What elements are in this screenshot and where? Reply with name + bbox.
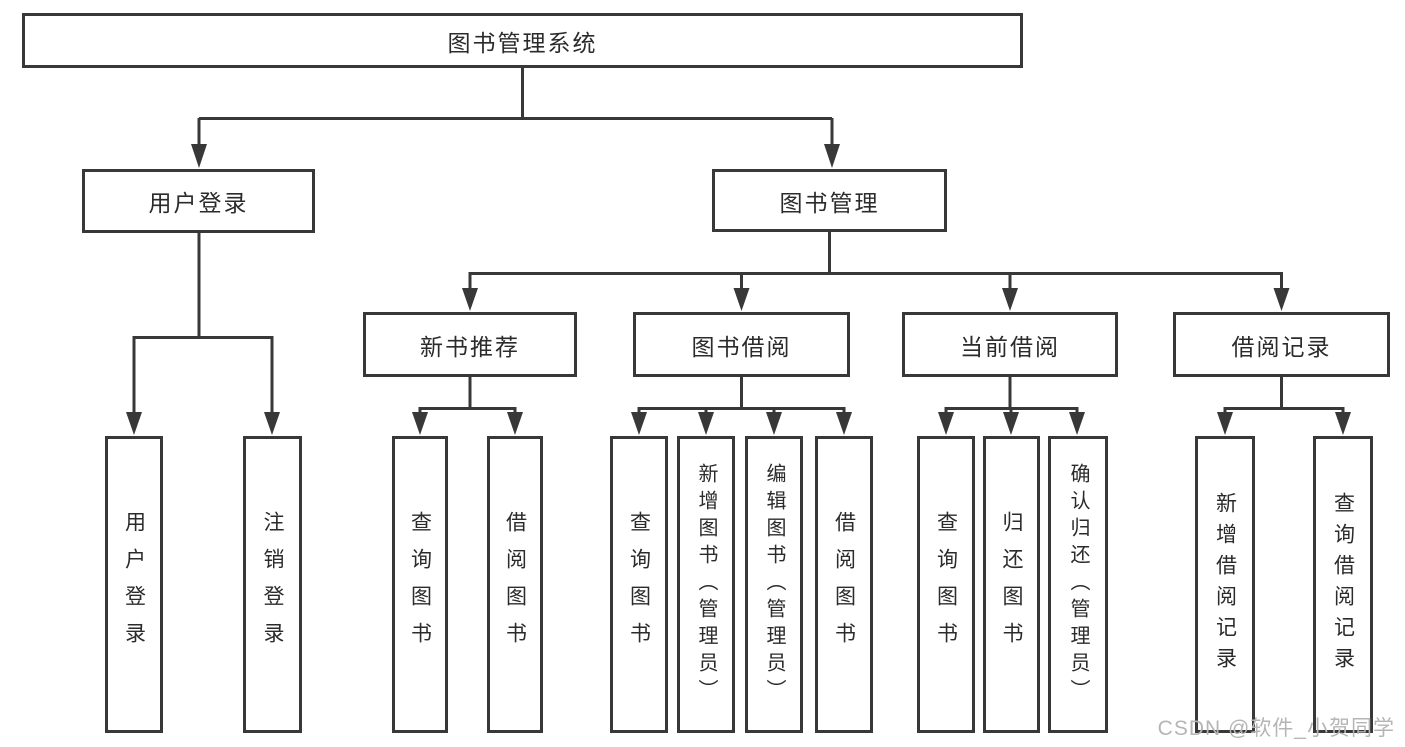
leaf-borrow-books-2: 借阅图书 — [815, 436, 873, 733]
leaf-logout: 注销登录 — [243, 436, 302, 733]
leaf-query-books-3: 查询图书 — [917, 436, 975, 733]
node-book-borrowing: 图书借阅 — [633, 312, 850, 377]
leaf-add-borrow-record: 新增借阅记录 — [1195, 436, 1255, 733]
leaf-edit-book-admin: 编辑图书（管理员） — [745, 436, 803, 733]
leaf-user-login: 用户登录 — [105, 436, 163, 733]
watermark: CSDN @软件_小贺同学 — [1157, 717, 1395, 740]
node-user-login: 用户登录 — [82, 169, 315, 233]
arrowhead-triangles — [126, 144, 1351, 435]
leaf-confirm-return-admin: 确认归还（管理员） — [1048, 436, 1108, 733]
leaf-query-books-2: 查询图书 — [610, 436, 668, 733]
node-current-borrowing: 当前借阅 — [902, 312, 1118, 377]
node-borrowing-records: 借阅记录 — [1173, 312, 1390, 377]
node-new-book-recommend: 新书推荐 — [363, 312, 577, 377]
node-book-management: 图书管理 — [712, 169, 947, 232]
leaf-query-books-1: 查询图书 — [392, 436, 448, 733]
leaf-query-borrow-record: 查询借阅记录 — [1313, 436, 1373, 733]
node-root: 图书管理系统 — [22, 13, 1023, 68]
leaf-add-book-admin: 新增图书（管理员） — [677, 436, 735, 733]
leaf-borrow-books-1: 借阅图书 — [487, 436, 543, 733]
leaf-return-book: 归还图书 — [983, 436, 1040, 733]
